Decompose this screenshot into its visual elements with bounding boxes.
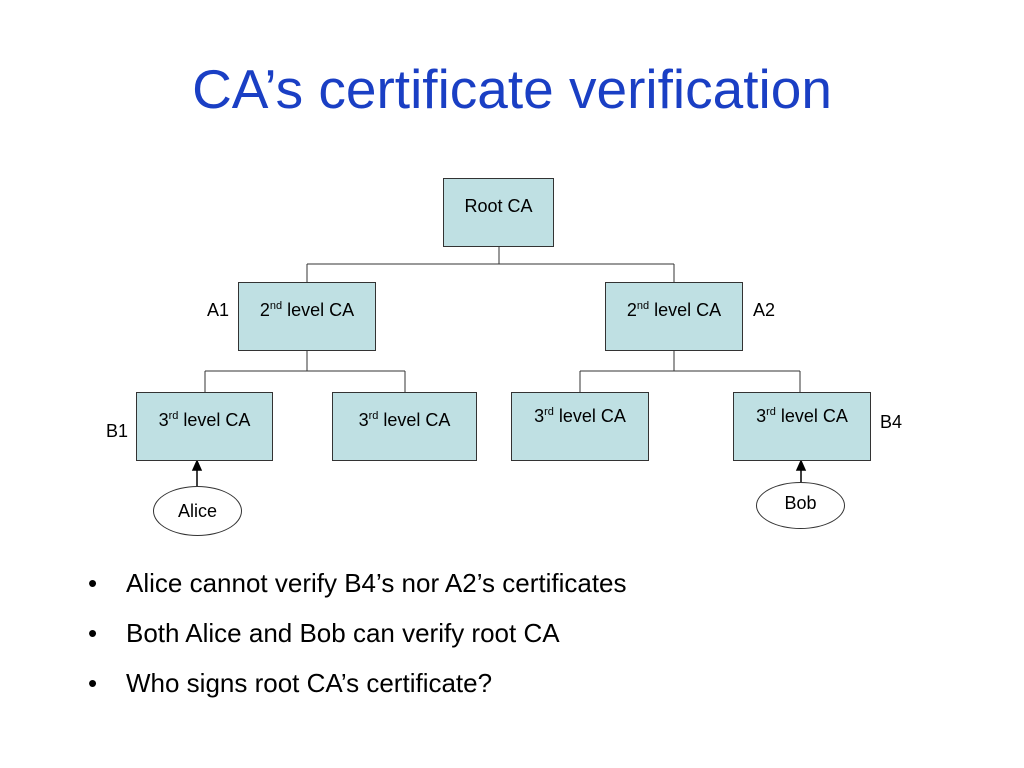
bullet-symbol: • — [88, 668, 98, 698]
label-a2: A2 — [753, 300, 776, 320]
bullet-item: •Both Alice and Bob can verify root CA — [88, 614, 627, 664]
label-b1: B1 — [106, 421, 129, 441]
third-level-ca-b1-box: 3rd level CA — [136, 392, 273, 461]
arrow-head-alice — [191, 459, 203, 471]
bullet-item: •Alice cannot verify B4’s nor A2’s certi… — [88, 564, 627, 614]
alice-ellipse: Alice — [153, 486, 242, 536]
bob-ellipse: Bob — [756, 482, 845, 529]
label-a1: A1 — [207, 300, 230, 320]
bullet-symbol: • — [88, 568, 98, 598]
root-ca-box: Root CA — [443, 178, 554, 247]
bullet-list: •Alice cannot verify B4’s nor A2’s certi… — [88, 564, 627, 714]
bob-label: Bob — [784, 493, 817, 513]
bullet-item: •Who signs root CA’s certificate? — [88, 664, 627, 714]
second-level-ca-a2-box: 2nd level CA — [605, 282, 743, 351]
label-b4: B4 — [880, 412, 903, 432]
second-level-ca-a1-box: 2nd level CA — [238, 282, 376, 351]
alice-label: Alice — [177, 501, 217, 521]
slide-title: CA’s certificate verification — [192, 58, 832, 120]
bullet-symbol: • — [88, 618, 98, 648]
arrow-head-bob — [795, 459, 807, 471]
third-level-ca-b2-box: 3rd level CA — [332, 392, 477, 461]
third-level-ca-b4-box: 3rd level CA — [733, 392, 871, 461]
third-level-ca-b3-box: 3rd level CA — [511, 392, 649, 461]
root-ca-label: Root CA — [464, 196, 533, 216]
